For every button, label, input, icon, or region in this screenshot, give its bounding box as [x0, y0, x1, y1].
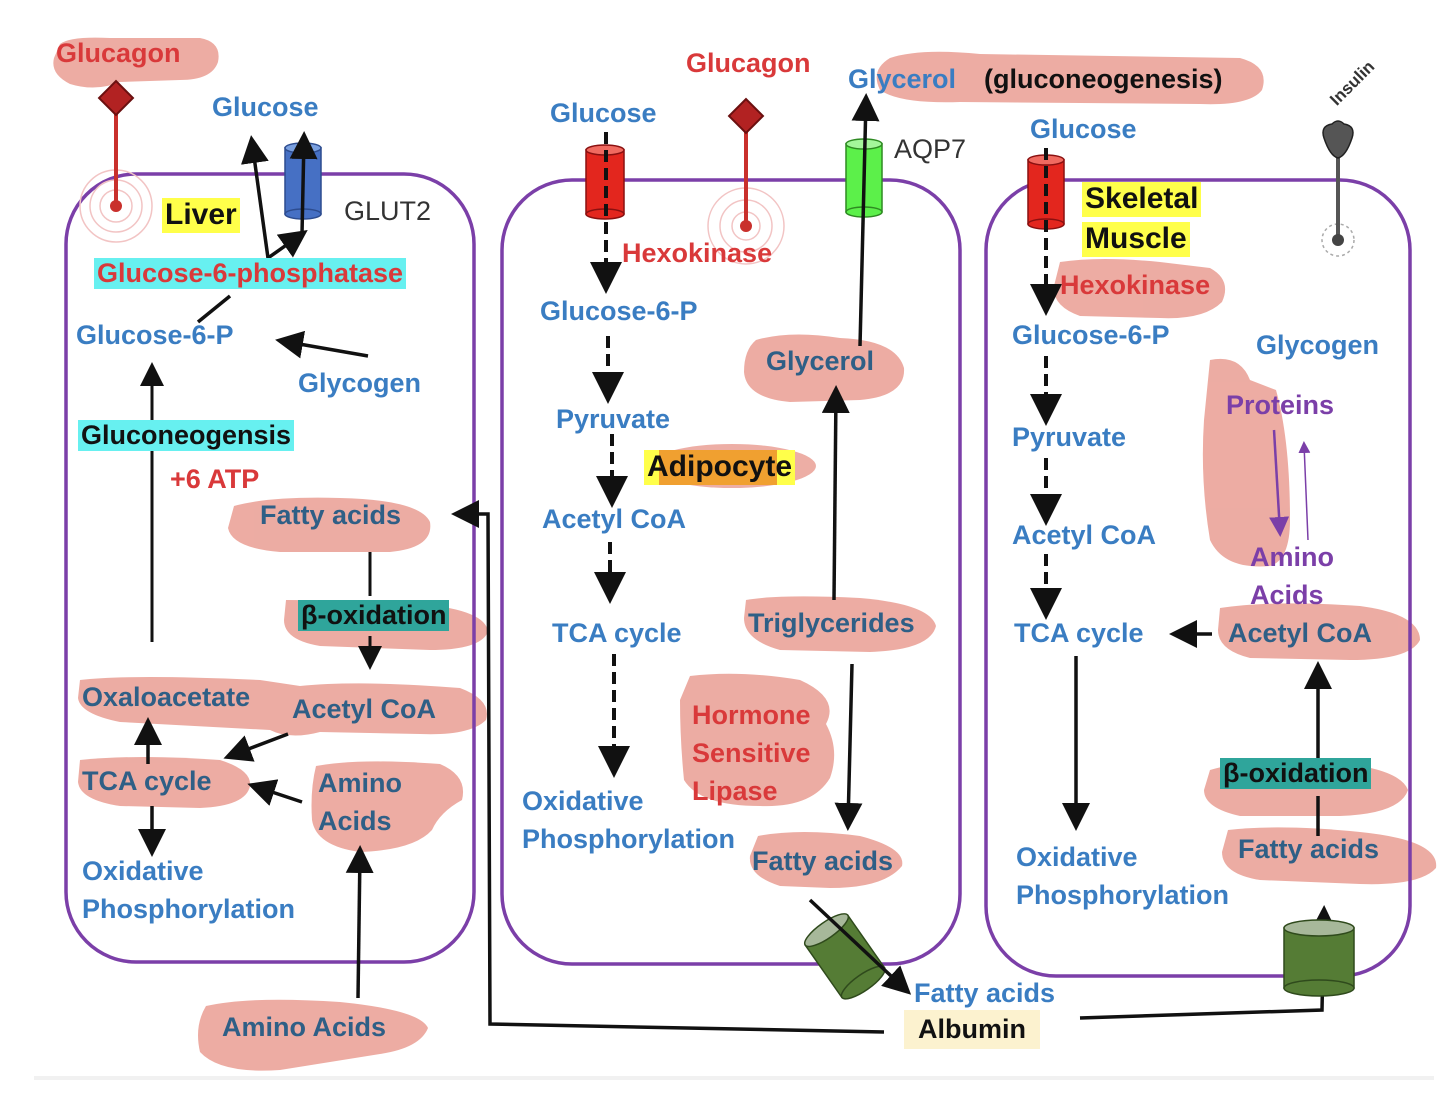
liver-cell-membrane	[64, 172, 476, 964]
line-g6p-to-g6pase	[196, 294, 232, 324]
glucose-label-muscle: Glucose	[1030, 114, 1137, 144]
atp-label: +6 ATP	[170, 464, 260, 494]
arrow-acetylcoa-to-tca	[223, 732, 289, 762]
aqp7-label: AQP7	[894, 134, 967, 164]
arrow-glut2-to-glucose	[289, 131, 318, 235]
muscle-oxphos-label-2: Phosphorylation	[1016, 880, 1230, 910]
adipocyte-g6p-label: Glucose-6-P	[540, 296, 698, 326]
albumin-label: Albumin	[904, 1010, 1040, 1050]
muscle-title-2: Muscle	[1082, 222, 1190, 257]
liver-acetyl-coa-label: Acetyl CoA	[292, 694, 437, 724]
adipocyte-title: Adipocyte	[644, 450, 796, 485]
pink-highlight	[78, 757, 251, 808]
arrow-blood-aa-to-liver	[345, 845, 374, 999]
adipocyte-oxphos-label-2: Phosphorylation	[522, 824, 736, 854]
muscle-g6p-label: Glucose-6-P	[1012, 320, 1170, 350]
muscle-fatty-acids-label: Fatty acids	[1238, 834, 1380, 864]
adipocyte-tca-cycle-label: TCA cycle	[552, 618, 682, 648]
glucagon-receptor-adipocyte-icon	[707, 97, 785, 265]
gluconeogenesis-note: (gluconeogenesis)	[984, 64, 1223, 94]
muscle-pyruvate-label: Pyruvate	[1012, 422, 1127, 452]
liver-oxphos-label-2: Phosphorylation	[82, 894, 296, 924]
liver-acids-label: Acids	[318, 806, 392, 836]
glucagon-receptor-liver-icon	[79, 79, 153, 243]
blood-amino-acids-label: Amino Acids	[222, 1012, 387, 1042]
adipocyte-oxphos-label-1: Oxidative	[522, 786, 644, 816]
arrow-tg-to-glycerol	[821, 385, 850, 601]
glycerol-export-label: Glycerol	[848, 64, 957, 94]
adipocyte-cell-membrane	[500, 178, 962, 966]
pink-highlight	[876, 51, 1264, 105]
fatty-acid-transporter-muscle-icon	[1283, 919, 1355, 997]
adipocyte-fatty-acids-label: Fatty acids	[752, 846, 894, 876]
arrow-g6pase-to-glucose	[241, 135, 270, 259]
muscle-beta-oxidation-label: β-oxidation	[1220, 758, 1372, 790]
adipocyte-hexokinase-label: Hexokinase	[622, 238, 773, 268]
muscle-acetyl-coa-left-label: Acetyl CoA	[1012, 520, 1157, 550]
arrow-tg-to-fa	[834, 663, 863, 831]
arrow-glycogen-to-g6p	[275, 330, 369, 359]
glut2-label: GLUT2	[344, 196, 432, 226]
image-frame	[34, 14, 1434, 1080]
liver-title: Liver	[162, 198, 240, 233]
hsl-label-2: Sensitive	[692, 738, 811, 768]
muscle-acetyl-coa-right-label: Acetyl CoA	[1228, 618, 1373, 648]
arrow-aa-to-proteins	[1298, 441, 1311, 541]
pink-highlight	[744, 334, 905, 402]
blood-fatty-acids-label: Fatty acids	[914, 978, 1056, 1008]
liver-oxphos-label-1: Oxidative	[82, 856, 204, 886]
triglycerides-label: Triglycerides	[748, 608, 915, 638]
muscle-cell-membrane	[984, 178, 1412, 978]
glucose-6-phosphatase-label: Glucose-6-phosphatase	[94, 258, 407, 290]
muscle-oxphos-label-1: Oxidative	[1016, 842, 1138, 872]
fatty-acid-transporter-adipocyte-icon	[803, 913, 886, 1000]
muscle-title-1: Skeletal	[1082, 182, 1202, 217]
liver-tca-cycle-label: TCA cycle	[82, 766, 212, 796]
glucagon-label-adipocyte: Glucagon	[686, 48, 811, 78]
muscle-amino-label: Amino	[1250, 542, 1334, 572]
arrow-albumin-to-liver-fa	[451, 500, 885, 1034]
hsl-label-3: Lipase	[692, 776, 778, 806]
liver-beta-oxidation-label: β-oxidation	[298, 600, 450, 632]
pink-highlight	[228, 497, 431, 552]
liver-fatty-acids-label: Fatty acids	[260, 500, 402, 530]
muscle-tca-cycle-label: TCA cycle	[1014, 618, 1144, 648]
pink-highlight	[1053, 259, 1226, 319]
muscle-glycogen-label: Glycogen	[1256, 330, 1380, 360]
glucose-label-liver: Glucose	[212, 92, 319, 122]
pink-highlight	[749, 832, 903, 888]
pink-highlight	[78, 677, 487, 736]
arrow-glycerol-export	[851, 93, 880, 347]
pink-highlight	[53, 37, 219, 88]
pink-highlight	[1202, 358, 1290, 567]
arrow-fa-export	[808, 898, 912, 995]
muscle-hexokinase-label: Hexokinase	[1060, 270, 1211, 300]
pink-highlight	[744, 596, 936, 652]
oxaloacetate-label: Oxaloacetate	[82, 682, 251, 712]
pink-highlight	[311, 761, 464, 852]
glucose-label-adipocyte: Glucose	[550, 98, 657, 128]
pink-highlight	[198, 999, 428, 1071]
proteins-label: Proteins	[1226, 390, 1335, 420]
adipocyte-pyruvate-label: Pyruvate	[556, 404, 671, 434]
arrow-aminoacids-to-tca	[247, 779, 303, 806]
adipocyte-glycerol-label: Glycerol	[766, 346, 875, 376]
pink-highlight	[680, 673, 835, 807]
liver-g6p-label: Glucose-6-P	[76, 320, 234, 350]
liver-glycogen-label: Glycogen	[298, 368, 422, 398]
adipocyte-acetyl-coa-label: Acetyl CoA	[542, 504, 687, 534]
pink-highlight	[1222, 827, 1437, 885]
arrow-g6pase-via-glut2	[266, 229, 308, 260]
muscle-acids-label: Acids	[1250, 580, 1324, 610]
glucagon-label-liver: Glucagon	[56, 38, 181, 68]
liver-amino-label: Amino	[318, 768, 402, 798]
arrow-proteins-to-aa	[1269, 429, 1290, 537]
insulin-receptor-icon	[1321, 120, 1355, 257]
hsl-label-1: Hormone	[692, 700, 811, 730]
pink-highlight	[1218, 603, 1420, 660]
gluconeogenesis-label: Gluconeogensis	[78, 420, 295, 452]
